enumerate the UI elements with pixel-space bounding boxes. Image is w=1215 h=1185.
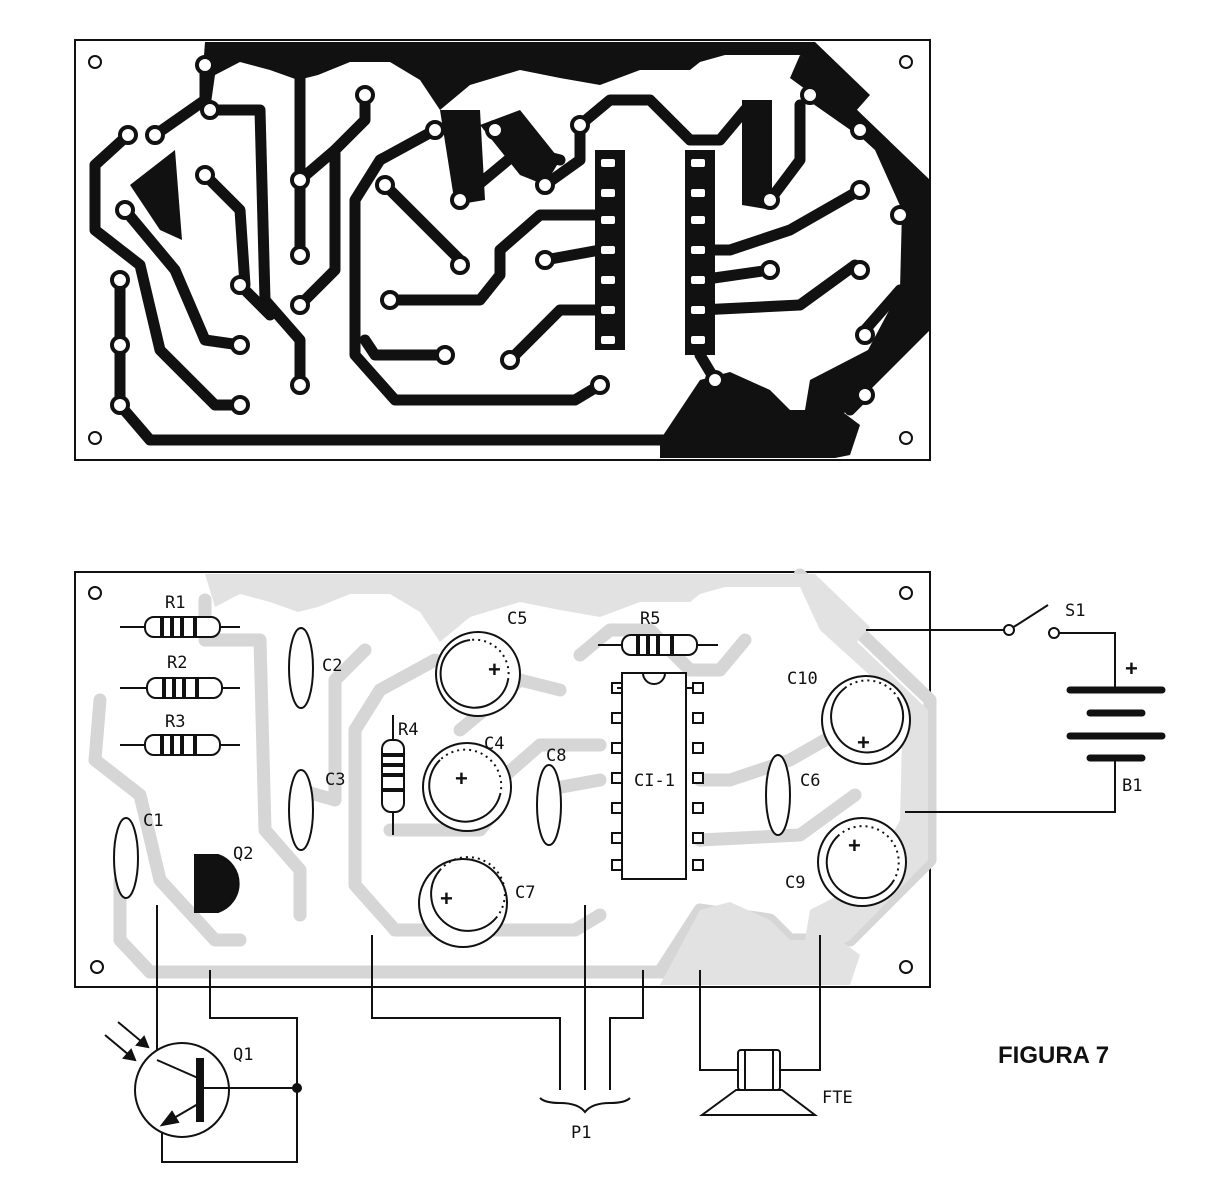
brace-p1 [539, 1097, 631, 1114]
resistor-r3 [120, 734, 240, 756]
label-c10: C10 [787, 669, 818, 689]
electrolytic-c4 [422, 742, 512, 832]
switch-s1 [1003, 624, 1060, 639]
label-c1: C1 [143, 811, 163, 831]
plus-c10: + [857, 730, 870, 755]
label-c2: C2 [322, 656, 342, 676]
board-mount-holes-top [88, 55, 913, 445]
label-q2: Q2 [233, 844, 253, 864]
capacitor-c2 [288, 627, 314, 709]
plus-c9: + [848, 833, 861, 858]
label-c4: C4 [484, 734, 504, 754]
phototransistor-q1 [104, 1021, 232, 1138]
label-s1: S1 [1065, 601, 1085, 621]
plus-c4: + [455, 766, 468, 791]
figure-caption: FIGURA 7 [998, 1042, 1109, 1069]
capacitor-c3 [288, 769, 314, 851]
label-c7: C7 [515, 883, 535, 903]
label-r5: R5 [640, 609, 660, 629]
plus-c5: + [488, 657, 501, 682]
label-r1: R1 [165, 593, 185, 613]
resistor-r2 [120, 677, 240, 699]
component-side-board [74, 568, 1166, 1163]
capacitor-c1 [113, 817, 139, 899]
board-mount-holes-bottom [88, 586, 913, 974]
polarity-marks: + + + + + + [440, 656, 1138, 911]
electrolytic-c5 [435, 631, 521, 717]
label-r4: R4 [398, 720, 418, 740]
ic-ci1 [611, 672, 704, 880]
round-pads-copper [110, 55, 910, 415]
transistor-q2 [194, 854, 240, 913]
label-ci1: CI-1 [634, 771, 675, 791]
resistor-r5 [598, 634, 718, 656]
ceramic-capacitors [113, 627, 791, 899]
label-c6: C6 [800, 771, 820, 791]
resistor-r4 [381, 715, 405, 835]
speaker-fte [698, 1049, 818, 1116]
label-b1: B1 [1122, 776, 1142, 796]
copper-side-board [74, 39, 931, 461]
plus-battery: + [1125, 656, 1138, 681]
capacitor-c8 [536, 764, 562, 846]
label-r3: R3 [165, 712, 185, 732]
capacitor-c6 [765, 754, 791, 836]
battery-b1 [1066, 686, 1166, 762]
electrolytic-c7 [418, 856, 508, 948]
label-c9: C9 [785, 873, 805, 893]
ic-pads-copper [599, 157, 707, 346]
electrolytic-c9 [817, 817, 907, 907]
electrolytic-c10 [821, 675, 911, 765]
label-r2: R2 [167, 653, 187, 673]
label-c8: C8 [546, 746, 566, 766]
label-c5: C5 [507, 609, 527, 629]
label-q1: Q1 [233, 1045, 253, 1065]
label-p1: P1 [571, 1123, 591, 1143]
wire-junctions [292, 1083, 302, 1093]
label-fte: FTE [822, 1088, 853, 1108]
label-c3: C3 [325, 770, 345, 790]
component-labels: R1 R2 R3 R4 R5 C1 C2 C3 C4 C5 C6 C7 C8 C… [143, 593, 1142, 1143]
resistor-r1 [120, 616, 240, 638]
plus-c7: + [440, 886, 453, 911]
